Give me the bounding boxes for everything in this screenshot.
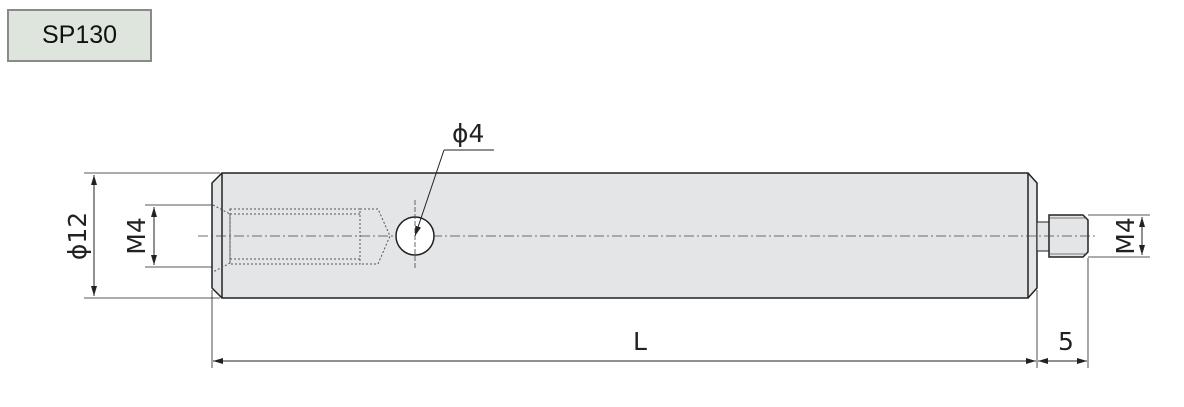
stud-length-dimension: 5 [1058,327,1074,356]
tapped-hole-hidden [212,204,391,273]
cross-hole-leader [414,149,445,237]
stud-neck [1036,221,1050,252]
length-dimension: L [633,327,647,356]
part-label: SP130 [7,9,152,62]
shaft-body [211,172,1038,299]
tapped-hole-dimension: M4 [122,217,151,254]
shaft-diameter-dimension: ϕ12 [63,212,92,260]
cross-hole-dimension: ϕ4 [452,119,484,148]
stud-thread-dimension: M4 [1111,217,1140,254]
